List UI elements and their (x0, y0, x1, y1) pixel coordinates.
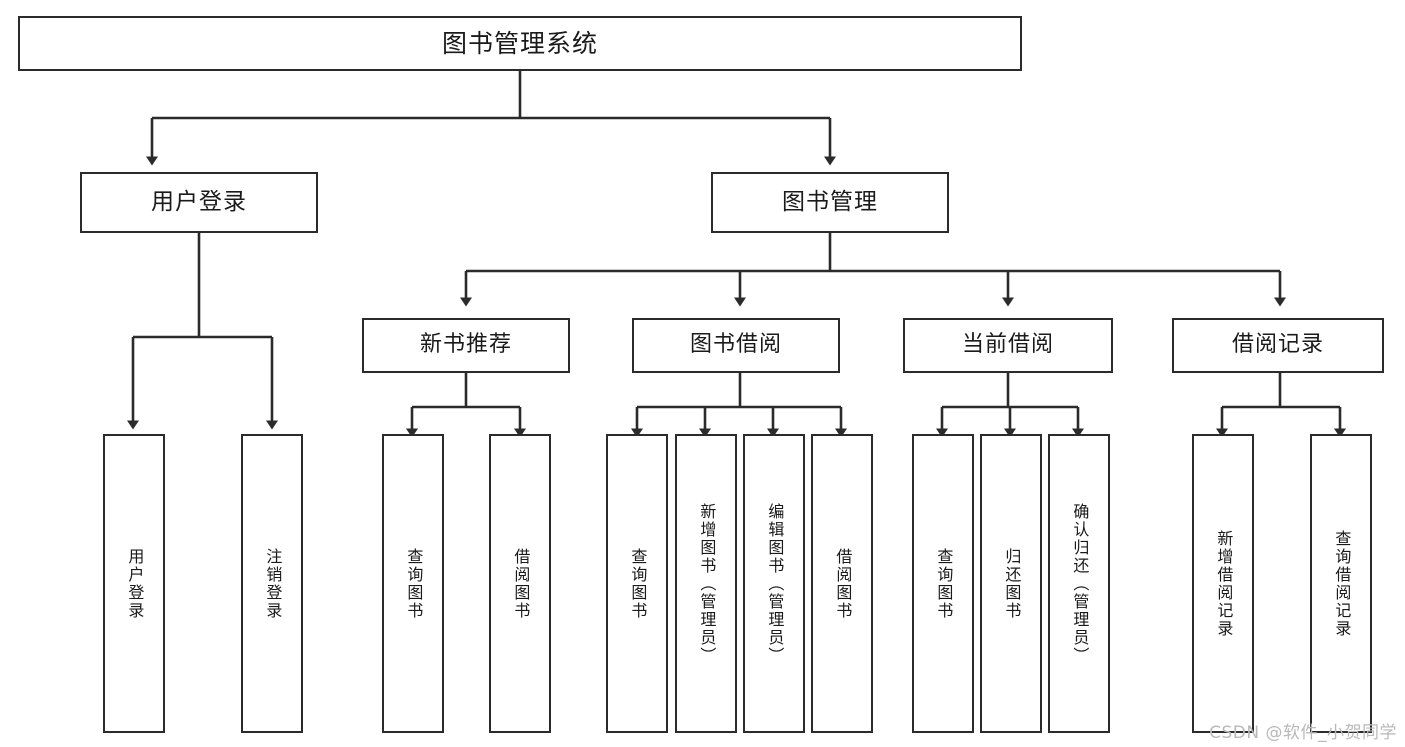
node-leaf-cur-query-book[interactable]: 查询图书 (912, 434, 974, 733)
node-leaf-rec-add-record[interactable]: 新增借阅记录 (1192, 434, 1254, 733)
node-leaf-user-login[interactable]: 用户登录 (103, 434, 165, 733)
node-root-label: 图书管理系统 (441, 28, 598, 58)
node-leaf-cur-confirm[interactable]: 确认归还（管理员） (1048, 434, 1110, 733)
node-leaf-user-logout-label: 注销登录 (263, 547, 283, 620)
node-leaf-brw-edit-book[interactable]: 编辑图书（管理员） (743, 434, 805, 733)
node-leaf-brw-query-book-label: 查询图书 (628, 547, 648, 620)
node-leaf-user-logout[interactable]: 注销登录 (241, 434, 303, 733)
node-new-book-rec[interactable]: 新书推荐 (362, 318, 570, 373)
node-leaf-rec-query-book-label: 查询图书 (404, 547, 424, 620)
node-leaf-rec-query-record[interactable]: 查询借阅记录 (1310, 434, 1372, 733)
node-leaf-brw-borrow-book-label: 借阅图书 (833, 547, 853, 620)
node-current-borrow[interactable]: 当前借阅 (903, 318, 1113, 373)
node-root[interactable]: 图书管理系统 (18, 16, 1022, 71)
node-leaf-brw-edit-book-label: 编辑图书（管理员） (765, 502, 785, 665)
node-user-login-label: 用户登录 (151, 188, 247, 215)
node-leaf-user-login-label: 用户登录 (125, 547, 145, 620)
node-leaf-brw-query-book[interactable]: 查询图书 (606, 434, 668, 733)
node-book-borrow[interactable]: 图书借阅 (632, 318, 840, 373)
node-leaf-cur-return-book[interactable]: 归还图书 (980, 434, 1042, 733)
node-leaf-brw-add-book[interactable]: 新增图书（管理员） (675, 434, 737, 733)
node-new-book-rec-label: 新书推荐 (419, 332, 512, 358)
node-leaf-rec-add-record-label: 新增借阅记录 (1214, 529, 1234, 638)
node-leaf-rec-borrow-book-label: 借阅图书 (511, 547, 531, 620)
node-user-login[interactable]: 用户登录 (80, 172, 318, 233)
node-leaf-cur-return-book-label: 归还图书 (1002, 547, 1022, 620)
node-book-manage[interactable]: 图书管理 (711, 172, 949, 233)
node-leaf-cur-query-book-label: 查询图书 (934, 547, 954, 620)
watermark-text: CSDN @软件_小贺同学 (1209, 723, 1397, 743)
node-leaf-rec-query-record-label: 查询借阅记录 (1332, 529, 1352, 638)
node-leaf-brw-add-book-label: 新增图书（管理员） (697, 502, 717, 665)
node-leaf-rec-query-book[interactable]: 查询图书 (382, 434, 444, 733)
node-leaf-cur-confirm-label: 确认归还（管理员） (1070, 502, 1090, 665)
node-borrow-record[interactable]: 借阅记录 (1172, 318, 1384, 373)
node-current-borrow-label: 当前借阅 (961, 332, 1054, 358)
node-leaf-rec-borrow-book[interactable]: 借阅图书 (489, 434, 551, 733)
node-book-manage-label: 图书管理 (782, 188, 878, 215)
node-leaf-brw-borrow-book[interactable]: 借阅图书 (811, 434, 873, 733)
node-book-borrow-label: 图书借阅 (689, 332, 782, 358)
node-borrow-record-label: 借阅记录 (1231, 332, 1324, 358)
